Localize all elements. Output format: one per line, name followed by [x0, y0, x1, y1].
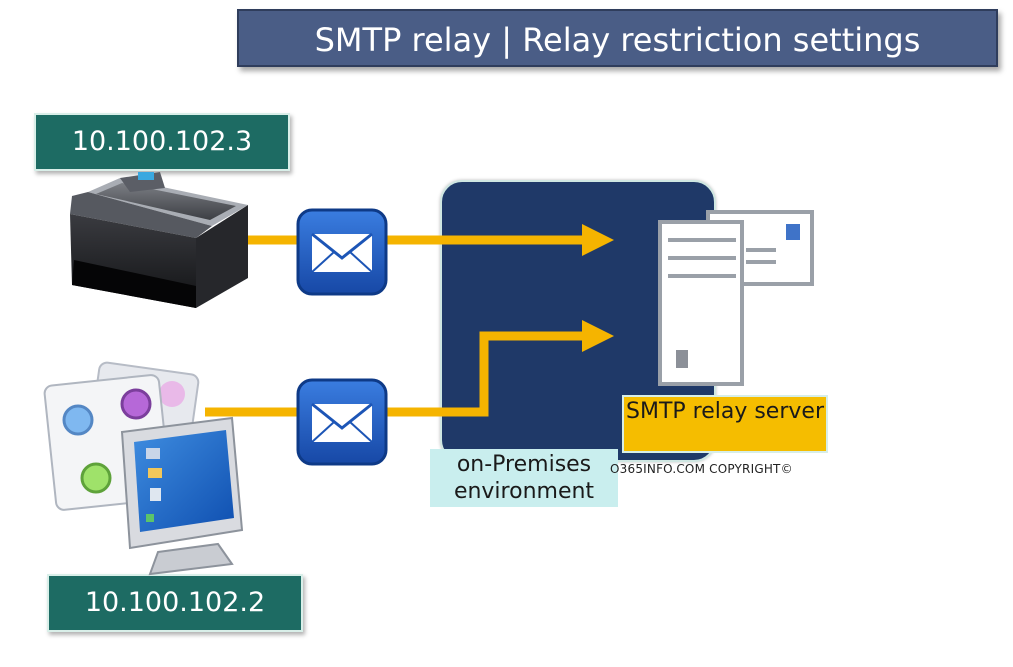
smtp-relay-server-label: SMTP relay server — [622, 395, 828, 453]
arrowhead-bottom — [582, 320, 614, 352]
server-icon — [658, 220, 744, 386]
page-title: SMTP relay | Relay restriction settings — [237, 9, 998, 67]
printer-icon — [70, 172, 248, 308]
envelope-icon — [296, 378, 388, 466]
desktop-computer-icon — [43, 361, 244, 576]
computer-flow-arrow — [205, 331, 585, 417]
on-premises-environment-label: on-Premises environment — [430, 449, 618, 507]
envelope-icon — [296, 208, 388, 296]
flow-arrows — [205, 224, 614, 417]
copyright-text: O365INFO.COM COPYRIGHT© — [610, 462, 793, 476]
computer-ip-label: 10.100.102.2 — [47, 574, 303, 632]
arrowhead-top — [582, 224, 614, 256]
printer-ip-label: 10.100.102.3 — [34, 113, 290, 171]
